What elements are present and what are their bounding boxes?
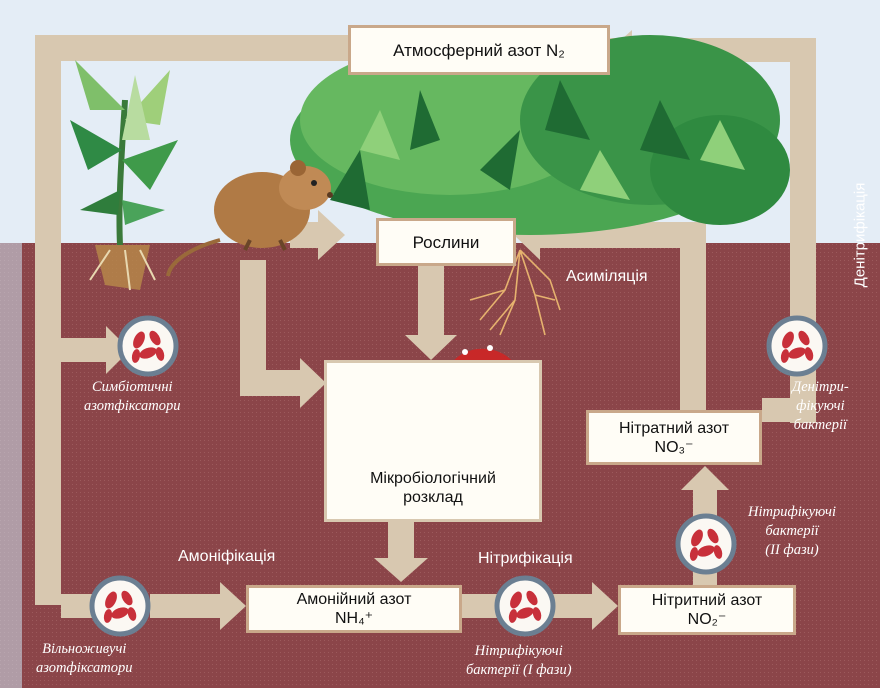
denitrification-label-wrap: Денітрифікація [850,160,870,310]
denitrifying-line3: бактерії [792,416,849,435]
microbiological-decomposition-box: Мікробіологічний розклад [324,360,542,522]
bacteria-symbiotic-icon [120,318,176,374]
atmospheric-nitrogen-box: Атмосферний азот N₂ [348,25,610,75]
nitrate-label-line2: NO₃⁻ [655,438,694,457]
ammonium-label-line2: NH₄⁺ [335,609,373,628]
microbiological-label-line2: розклад [327,488,539,507]
nitrite-label-line1: Нітритний азот [652,591,763,610]
free-living-fixers-label: Вільноживучі азотфіксатори [36,640,133,678]
nitrification-label: Нітрифікація [478,550,573,568]
symbiotic-line2: азотфіксатори [84,397,181,416]
symbiotic-line1: Симбіотичні [84,378,181,397]
ammonification-label: Амоніфікація [178,548,275,566]
nitrite-nitrogen-box: Нітритний азот NO₂⁻ [618,585,796,635]
nitrifying-bacteria-2-label: Нітрифікуючі бактерії (ІІ фази) [748,503,836,560]
plants-box: Рослини [376,218,516,266]
microbiological-label-line1: Мікробіологічний [327,469,539,488]
free-living-line1: Вільноживучі [36,640,133,659]
nitrifying-2-line3: (ІІ фази) [748,541,836,560]
assimilation-label: Асиміляція [566,268,648,286]
symbiotic-fixers-label: Симбіотичні азотфіксатори [84,378,181,416]
nitrate-nitrogen-box: Нітратний азот NO₃⁻ [586,410,762,465]
denitrification-label: Денітрифікація [852,183,869,288]
atmospheric-nitrogen-label: Атмосферний азот N₂ [393,41,565,60]
plants-label: Рослини [413,233,480,252]
bacteria-nitrifying-1-icon [497,578,553,634]
bacteria-denitrifying-icon [769,318,825,374]
nitrite-label-line2: NO₂⁻ [688,610,727,629]
nitrate-label-line1: Нітратний азот [619,419,729,438]
ammonium-label-line1: Амонійний азот [297,590,412,609]
nitrifying-2-line1: Нітрифікуючі [748,503,836,522]
nitrifying-1-line2: бактерії (І фази) [466,661,572,680]
nitrifying-1-line1: Нітрифікуючі [466,642,572,661]
nitrifying-2-line2: бактерії [748,522,836,541]
bacteria-free-living-icon [92,578,148,634]
denitrifying-line2: фікуючі [792,397,849,416]
ammonium-nitrogen-box: Амонійний азот NH₄⁺ [246,585,462,633]
denitrifying-line1: Денітри- [792,378,849,397]
free-living-line2: азотфіксатори [36,659,133,678]
nitrifying-bacteria-1-label: Нітрифікуючі бактерії (І фази) [466,642,572,680]
bacteria-nitrifying-2-icon [678,516,734,572]
denitrifying-bacteria-label: Денітри- фікуючі бактерії [792,378,849,435]
